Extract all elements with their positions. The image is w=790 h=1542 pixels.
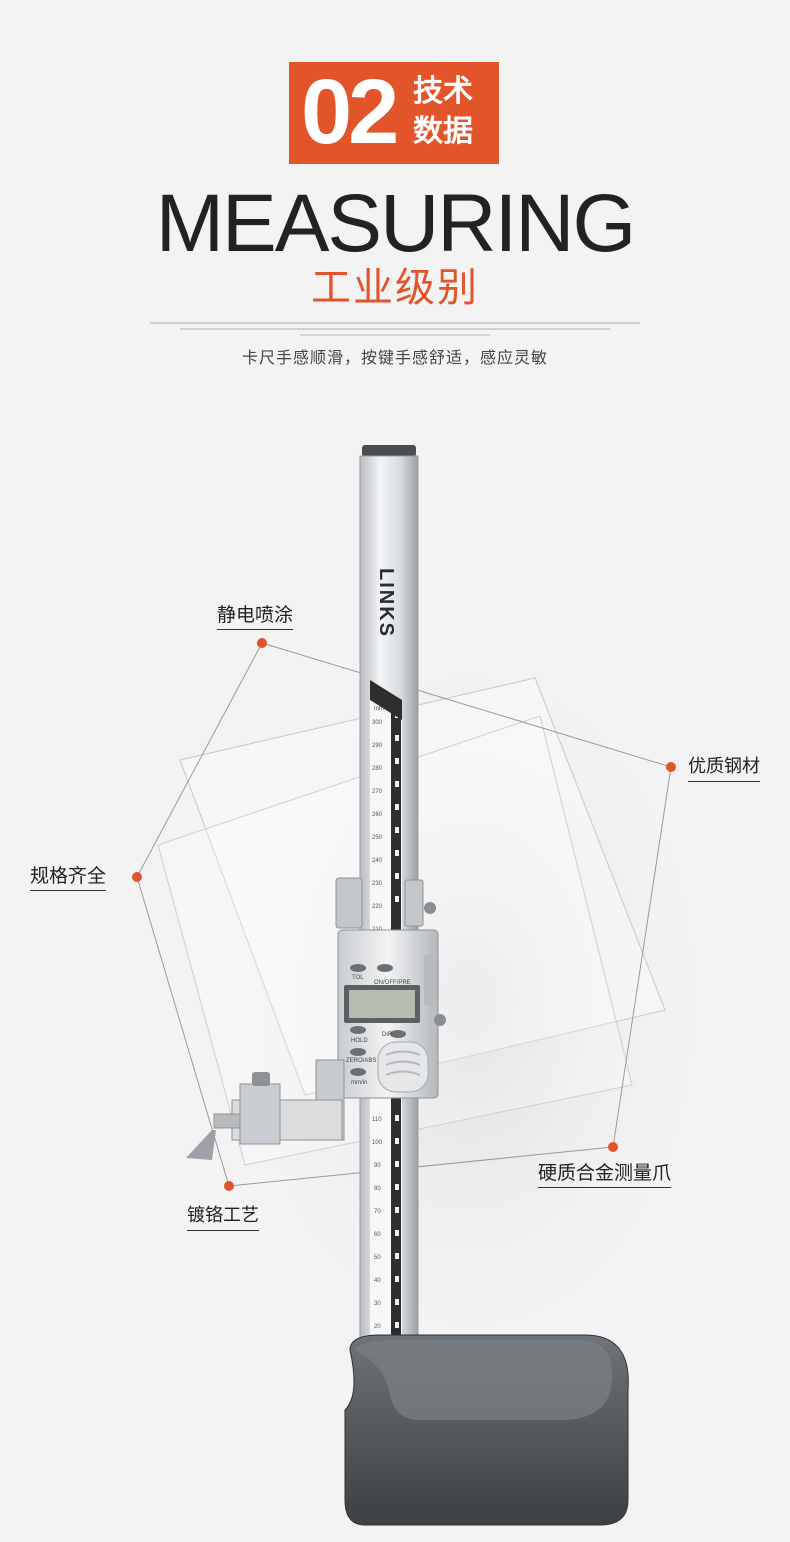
svg-text:250: 250 <box>372 835 383 841</box>
subhead: 工业级别 <box>311 265 479 311</box>
fine-print-lines <box>150 322 640 336</box>
dir-button[interactable] <box>390 1030 406 1038</box>
tol-button[interactable] <box>350 964 366 972</box>
callout-dot-claw <box>608 1142 618 1152</box>
onoff-button[interactable] <box>377 964 393 972</box>
beam-cap <box>362 445 416 457</box>
svg-text:50: 50 <box>374 1255 381 1261</box>
headline: MEASURING <box>155 178 637 269</box>
callout-quality-steel: 优质钢材 <box>688 754 760 782</box>
svg-text:60: 60 <box>374 1232 381 1238</box>
badge-title-line1: 技术 <box>413 74 473 109</box>
claw-tip-holder <box>213 1113 241 1129</box>
mmin-label: mm/in <box>351 1080 367 1086</box>
svg-text:280: 280 <box>372 766 383 772</box>
svg-text:260: 260 <box>372 812 383 818</box>
callout-dot-chrome <box>224 1181 234 1191</box>
tagline: 卡尺手感顺滑，按键手感舒适，感应灵敏 <box>241 348 548 367</box>
lock-screw[interactable] <box>424 902 436 914</box>
callout-electrostatic-spray: 静电喷涂 <box>217 602 294 630</box>
zero-button[interactable] <box>350 1048 366 1056</box>
callout-carbide-claw: 硬质合金测量爪 <box>538 1160 672 1188</box>
svg-text:100: 100 <box>372 1140 383 1146</box>
battery-cover <box>424 955 436 1005</box>
svg-text:290: 290 <box>372 743 383 749</box>
callout-dot-specs <box>132 872 142 882</box>
badge-title-line2: 数据 <box>413 114 473 149</box>
svg-text:90: 90 <box>374 1163 381 1169</box>
hold-button[interactable] <box>350 1026 366 1034</box>
callout-chrome-plating: 镀铬工艺 <box>187 1203 259 1231</box>
svg-text:240: 240 <box>372 858 383 864</box>
tol-label: TOL <box>352 975 364 981</box>
svg-text:20: 20 <box>374 1324 381 1330</box>
scale-wedge <box>370 680 402 720</box>
thumb-wheel-grip <box>385 1050 421 1076</box>
claw-screw[interactable] <box>252 1072 270 1086</box>
svg-text:80: 80 <box>374 1186 381 1192</box>
zero-label: ZERO/ABS <box>346 1058 376 1064</box>
thumb-wheel[interactable] <box>377 1041 429 1093</box>
onoff-label: ON/OFF/PRE <box>374 980 411 986</box>
product-illustration: mm 300 290 280 270 260 250 240 230 220 2… <box>136 445 720 1526</box>
svg-text:300: 300 <box>372 720 383 726</box>
svg-text:220: 220 <box>372 904 383 910</box>
fine-adjust-knob[interactable] <box>434 1014 446 1026</box>
decorative-fine-print <box>150 320 640 343</box>
lcd-display <box>349 990 415 1018</box>
svg-text:40: 40 <box>374 1278 381 1284</box>
slider-clamp-right <box>404 879 424 927</box>
scale-ticks <box>395 712 399 1328</box>
claw-clamp <box>239 1083 281 1145</box>
slider-clamp-left <box>335 877 363 929</box>
callout-dot-spray <box>257 638 267 648</box>
backdrop-shadow <box>220 640 720 1360</box>
carbide-tip <box>186 1130 216 1160</box>
callout-connectors <box>136 642 672 1187</box>
dir-label: DIR <box>382 1032 393 1038</box>
svg-text:30: 30 <box>374 1301 381 1307</box>
callout-dot-steel <box>666 762 676 772</box>
badge-number: 02 <box>301 61 399 163</box>
hold-label: HOLD <box>351 1038 368 1044</box>
scale-unit: mm <box>374 706 384 712</box>
svg-text:270: 270 <box>372 789 383 795</box>
svg-text:230: 230 <box>372 881 383 887</box>
section-badge: 02 技术 数据 <box>289 61 499 164</box>
callout-full-specs: 规格齐全 <box>30 863 107 891</box>
svg-text:110: 110 <box>372 1117 382 1123</box>
svg-text:70: 70 <box>374 1209 381 1215</box>
brand-logo: LINKS <box>375 568 397 638</box>
mmin-button[interactable] <box>350 1068 366 1076</box>
base-top-face <box>355 1340 613 1420</box>
